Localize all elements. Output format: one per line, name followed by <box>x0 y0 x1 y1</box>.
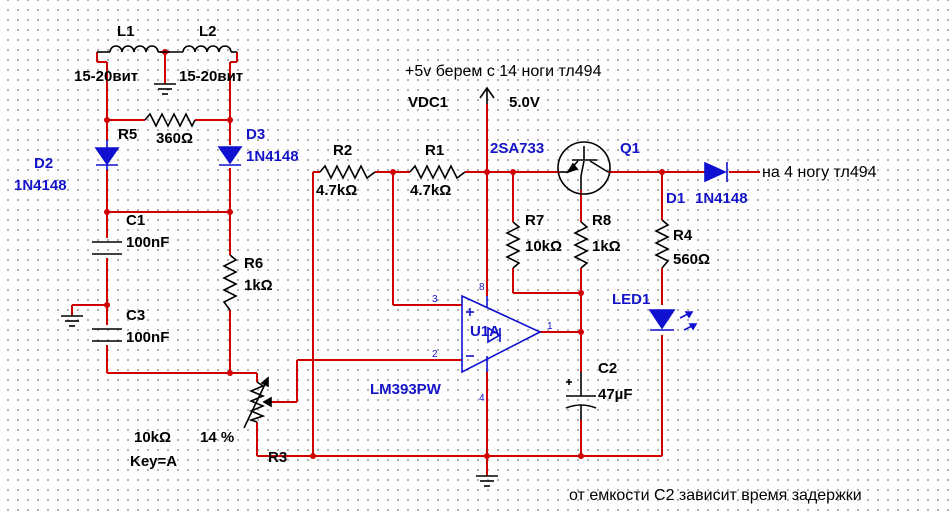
label-l1-turns: 15-20вит <box>74 68 138 85</box>
label-r3-key: Key=A <box>130 453 177 470</box>
pin-4-label: 4 <box>479 393 485 404</box>
label-c3-value: 100nF <box>126 329 169 346</box>
resistor-r5 <box>144 112 196 128</box>
pin-2-label: 2 <box>432 349 438 360</box>
label-vdc1-value: 5.0V <box>509 94 540 111</box>
note-output: на 4 ногу тл494 <box>762 164 877 181</box>
diode-d3 <box>217 146 243 166</box>
ground-symbol-left <box>61 315 83 327</box>
potentiometer-r3 <box>243 376 272 429</box>
label-r6-value: 1kΩ <box>244 277 273 294</box>
pin-8-label: 8 <box>479 282 485 293</box>
label-r8: R8 <box>592 212 611 229</box>
pin-3-label: 3 <box>432 294 438 305</box>
label-c2: C2 <box>598 360 617 377</box>
led-led1 <box>648 309 698 331</box>
wires <box>71 51 760 476</box>
label-d3: D3 <box>246 126 265 143</box>
label-d2-part: 1N4148 <box>14 177 67 194</box>
vdc1-supply-arrow <box>479 86 495 104</box>
label-d3-part: 1N4148 <box>246 148 299 165</box>
resistor-r4 <box>654 219 670 269</box>
resistor-r8 <box>573 221 589 269</box>
label-l2-turns: 15-20вит <box>179 68 243 85</box>
label-led1: LED1 <box>612 291 650 308</box>
label-l1: L1 <box>117 23 135 40</box>
label-c2-value: 47µF <box>598 386 633 403</box>
label-q1-part: 2SA733 <box>490 140 544 157</box>
label-r5: R5 <box>118 126 137 143</box>
label-c3: C3 <box>126 307 145 324</box>
resistor-r2 <box>319 164 376 180</box>
junctions <box>104 49 665 459</box>
label-r4: R4 <box>673 227 693 244</box>
label-r1: R1 <box>425 142 444 159</box>
label-r2: R2 <box>333 142 352 159</box>
ground-symbol-bottom <box>476 475 498 487</box>
label-r6: R6 <box>244 255 263 272</box>
label-l2: L2 <box>199 23 217 40</box>
capacitor-c1 <box>92 241 122 255</box>
capacitor-c3 <box>92 328 122 342</box>
label-vdc1: VDC1 <box>408 94 448 111</box>
label-r8-value: 1kΩ <box>592 238 621 255</box>
comparator-u1a <box>461 294 542 374</box>
capacitor-c2 <box>565 372 597 420</box>
label-r7: R7 <box>525 212 544 229</box>
note-delay: от емкости C2 зависит время задержки <box>569 487 862 504</box>
pin-1-label: 1 <box>547 321 553 332</box>
resistor-r6 <box>222 254 238 311</box>
label-c1-value: 100nF <box>126 234 169 251</box>
label-r1-value: 4.7kΩ <box>410 182 451 199</box>
label-r3-value: 10kΩ <box>134 429 171 446</box>
resistor-r1 <box>409 164 466 180</box>
label-d1: D1 <box>666 190 685 207</box>
label-q1: Q1 <box>620 140 640 157</box>
label-r3-setting: 14 % <box>200 429 234 446</box>
label-r3: R3 <box>268 449 287 466</box>
transistor-q1 <box>557 141 611 195</box>
note-supply: +5v берем с 14 ноги тл494 <box>405 63 602 80</box>
label-u1a-part: LM393PW <box>370 381 442 398</box>
label-r4-value: 560Ω <box>673 251 710 268</box>
coil-l1 <box>97 45 165 53</box>
label-c1: C1 <box>126 212 145 229</box>
label-r7-value: 10kΩ <box>525 238 562 255</box>
label-r2-value: 4.7kΩ <box>316 182 357 199</box>
diode-d1 <box>704 161 728 183</box>
ground-symbol-coil <box>154 83 176 95</box>
label-d1-part: 1N4148 <box>695 190 748 207</box>
diode-d2 <box>94 140 120 170</box>
resistor-r7 <box>505 221 521 269</box>
label-r5-value: 360Ω <box>156 130 193 147</box>
label-d2: D2 <box>34 155 53 172</box>
coil-l2 <box>165 45 237 53</box>
label-u1a: U1A <box>470 323 500 340</box>
